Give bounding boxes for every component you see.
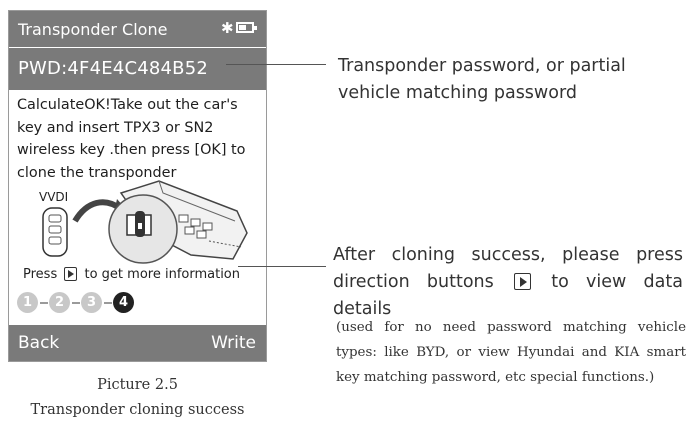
success-annotation-suffix: to view data details <box>333 272 683 319</box>
hint-suffix: to get more information <box>84 267 241 282</box>
step-1: 1 <box>17 292 38 313</box>
figure-caption: Transponder cloning success <box>30 402 245 418</box>
battery-icon <box>236 22 257 33</box>
screen-title: Transponder Clone <box>18 20 168 39</box>
success-annotation: After cloning success, please press dire… <box>333 242 683 323</box>
step-connector <box>104 302 112 304</box>
direction-button-icon <box>514 273 531 290</box>
soft-key-bar: Back Write <box>9 325 266 361</box>
key-slot-zoom-icon <box>108 194 178 264</box>
bluetooth-icon: ✱ <box>221 19 234 37</box>
title-bar: Transponder Clone ✱ <box>9 11 266 48</box>
back-button[interactable]: Back <box>18 333 60 353</box>
step-connector <box>72 302 80 304</box>
step-connector <box>40 302 48 304</box>
key-fob-icon <box>42 207 68 257</box>
detail-annotation: (used for no need password matching vehi… <box>336 320 686 385</box>
step-2: 2 <box>49 292 70 313</box>
step-4: 4 <box>113 292 134 313</box>
step-3: 3 <box>81 292 102 313</box>
leader-line-password <box>226 64 326 65</box>
vvdi-label: VVDI <box>39 190 68 204</box>
password-value: PWD:4F4E4C484B52 <box>18 58 209 79</box>
device-screen: Transponder Clone ✱ PWD:4F4E4C484B52 Cal… <box>8 10 267 362</box>
leader-line-hint <box>238 266 326 267</box>
status-message: CalculateOK!Take out the car's key and i… <box>17 97 246 181</box>
hint-prefix: Press <box>23 267 58 282</box>
more-info-hint: Press to get more information <box>23 267 240 282</box>
success-annotation-text: After cloning success, please press dire… <box>333 245 683 292</box>
figure-number: Picture 2.5 <box>97 377 178 393</box>
battery-level <box>239 25 246 30</box>
write-button[interactable]: Write <box>211 333 256 353</box>
password-bar: PWD:4F4E4C484B52 <box>9 48 266 90</box>
play-button-icon <box>64 267 78 281</box>
clone-illustration: VVDI <box>9 171 266 271</box>
password-annotation: Transponder password, or partial vehicle… <box>338 56 626 103</box>
